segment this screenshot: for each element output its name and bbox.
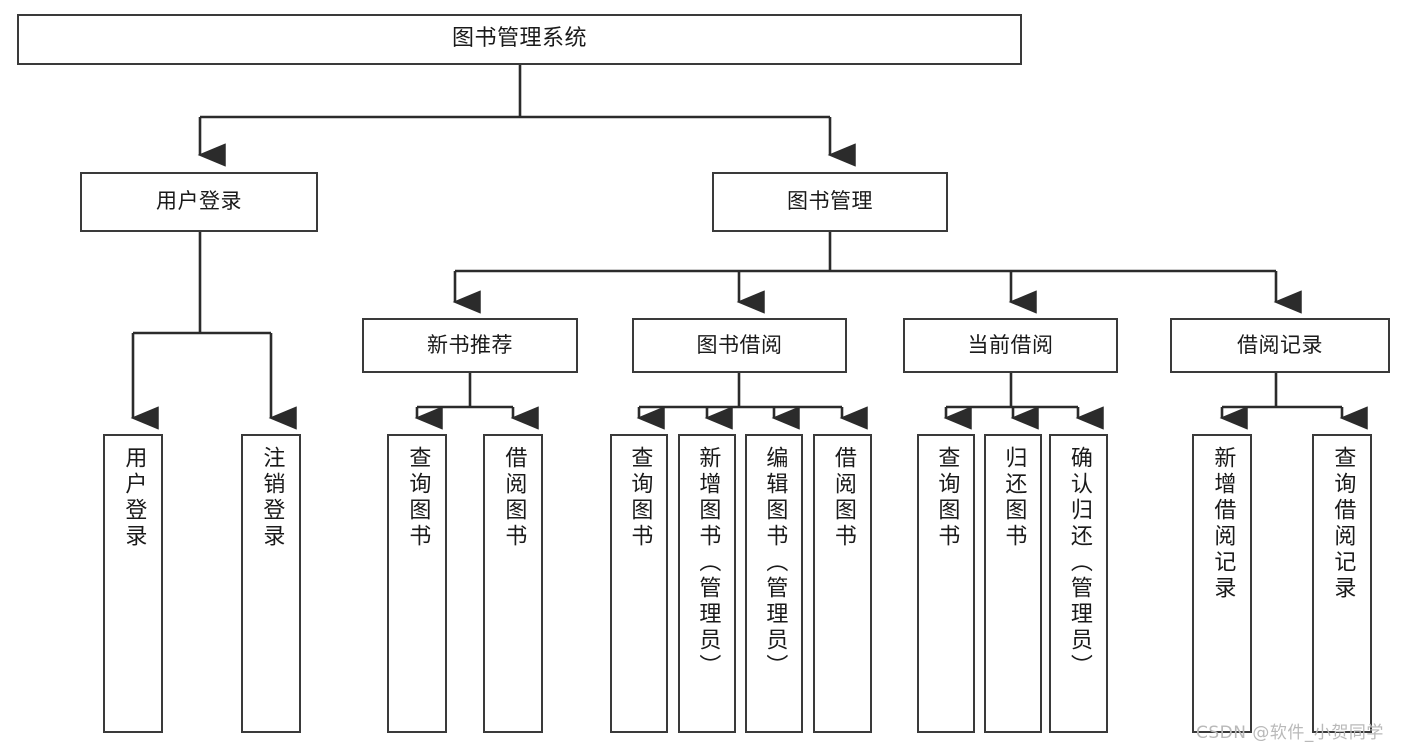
node-leaf-query-book-1[interactable]: 查询图书	[387, 434, 447, 733]
node-label: 查询图书	[405, 446, 431, 550]
node-label: 归还图书	[1001, 446, 1027, 550]
node-label: 新增图书（管理员）	[695, 446, 721, 680]
node-label: 借阅图书	[501, 446, 527, 550]
node-label: 图书管理系统	[451, 26, 587, 52]
node-leaf-return-book[interactable]: 归还图书	[984, 434, 1042, 733]
node-label: 查询借阅记录	[1330, 446, 1356, 602]
watermark-text: CSDN @软件_小贺同学	[1196, 723, 1384, 743]
node-leaf-add-record[interactable]: 新增借阅记录	[1192, 434, 1252, 733]
node-label: 借阅图书	[830, 446, 856, 550]
node-label: 图书管理	[787, 189, 873, 214]
node-label: 新书推荐	[427, 332, 513, 357]
node-borrow-record[interactable]: 借阅记录	[1170, 318, 1390, 373]
node-label: 编辑图书（管理员）	[762, 446, 788, 680]
node-label: 新增借阅记录	[1210, 446, 1236, 602]
node-leaf-query-book-2[interactable]: 查询图书	[610, 434, 668, 733]
node-user-login[interactable]: 用户登录	[80, 172, 318, 232]
node-root-book-management-system[interactable]: 图书管理系统	[17, 14, 1022, 65]
node-leaf-query-book-3[interactable]: 查询图书	[917, 434, 975, 733]
node-leaf-borrow-book-1[interactable]: 借阅图书	[483, 434, 543, 733]
node-leaf-add-book[interactable]: 新增图书（管理员）	[678, 434, 736, 733]
node-book-borrow[interactable]: 图书借阅	[632, 318, 847, 373]
node-label: 查询图书	[934, 446, 960, 550]
node-label: 用户登录	[156, 189, 242, 214]
node-leaf-user-login[interactable]: 用户登录	[103, 434, 163, 733]
node-label: 查询图书	[627, 446, 653, 550]
node-leaf-borrow-book-2[interactable]: 借阅图书	[813, 434, 872, 733]
node-label: 当前借阅	[967, 332, 1054, 357]
node-leaf-edit-book[interactable]: 编辑图书（管理员）	[745, 434, 803, 733]
node-label: 注销登录	[259, 446, 285, 550]
node-label: 图书借阅	[696, 332, 783, 357]
node-current-borrow[interactable]: 当前借阅	[903, 318, 1118, 373]
node-new-book-recommend[interactable]: 新书推荐	[362, 318, 578, 373]
node-leaf-query-record[interactable]: 查询借阅记录	[1312, 434, 1372, 733]
node-leaf-confirm-return[interactable]: 确认归还（管理员）	[1049, 434, 1108, 733]
node-book-management[interactable]: 图书管理	[712, 172, 948, 232]
node-label: 用户登录	[121, 446, 147, 550]
node-leaf-logout[interactable]: 注销登录	[241, 434, 301, 733]
node-label: 确认归还（管理员）	[1066, 446, 1092, 680]
node-label: 借阅记录	[1237, 332, 1323, 357]
